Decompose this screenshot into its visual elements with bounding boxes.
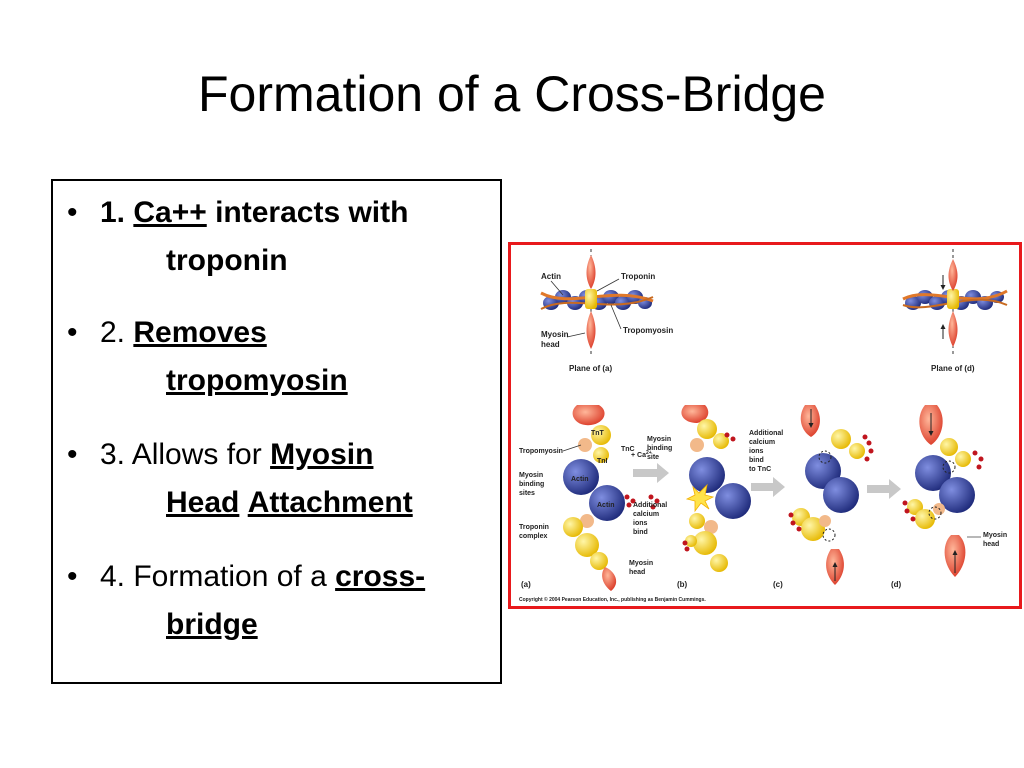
- label-myosin-binding-sites-1: Myosin: [519, 472, 543, 479]
- bullet-4-lead: 4. Formation of a: [100, 560, 336, 593]
- bullet-2-term1: Removes: [133, 316, 267, 349]
- bullet-text-2: 2. Removes tropomyosin: [100, 309, 492, 405]
- bullet-2-line2: tropomyosin: [100, 357, 492, 405]
- label-tni: TnI: [597, 458, 608, 465]
- label-panel-a: (a): [521, 580, 531, 589]
- label-actin: Actin: [541, 272, 561, 281]
- arrow-b-to-c: [751, 477, 785, 497]
- bullet-marker: •: [67, 196, 78, 229]
- label-additional-calcium-b-2: calcium: [633, 511, 659, 518]
- label-myosin-binding-sites-3: sites: [519, 490, 535, 497]
- label-myosin-head-top: Myosin: [541, 330, 569, 339]
- panel-a: TnT TnC TnI Actin Actin Tropomyosin Myos…: [519, 405, 653, 591]
- label-plane-d: Plane of (d): [931, 364, 975, 373]
- label-panel-d: (d): [891, 580, 902, 589]
- bullet-4-term2: bridge: [166, 608, 258, 641]
- label-myosin-head-a-1: Myosin: [629, 560, 653, 567]
- bullet-3-term3: Attachment: [247, 486, 413, 519]
- label-additional-calcium-c-3: ions: [749, 448, 763, 455]
- label-actin-a2: Actin: [597, 502, 615, 509]
- arrow-c-to-d: [867, 479, 901, 499]
- label-additional-calcium-b-1: Additional: [633, 502, 667, 509]
- label-tnc: TnC: [621, 446, 635, 453]
- myosin-head-upper: [586, 255, 596, 289]
- bullet-2-term2: tropomyosin: [166, 364, 348, 397]
- label-troponin-complex-1: Troponin: [519, 524, 549, 531]
- panel-b: Myosin binding site Additional calcium i…: [633, 405, 751, 589]
- label-tnt: TnT: [591, 430, 605, 437]
- label-additional-calcium-c-1: Additional: [749, 430, 783, 437]
- label-troponin-complex-2: complex: [519, 533, 548, 540]
- bullet-marker: •: [67, 438, 78, 471]
- bullet-1-rest: interacts with: [206, 196, 409, 229]
- bullet-3-lead: 3. Allows for: [100, 438, 271, 471]
- copyright-notice: Copyright © 2004 Pearson Education, Inc.…: [519, 596, 706, 603]
- label-additional-calcium-b-3: ions: [633, 520, 647, 527]
- bullet-text-1: 1. Ca++ interacts with troponin: [100, 189, 492, 285]
- label-additional-calcium-c-5: to TnC: [749, 466, 771, 473]
- label-plus-ca: + Ca2+: [631, 450, 652, 459]
- panel-d: Myosin head (d): [891, 405, 1007, 589]
- label-panel-b: (b): [677, 580, 688, 589]
- arrow-a-to-b: [633, 463, 669, 483]
- label-myosin-head-bottom: head: [541, 340, 560, 349]
- bullet-4-term1: cross-: [335, 560, 426, 593]
- label-additional-calcium-b-4: bind: [633, 529, 648, 536]
- plane-a-section: Actin Troponin Tropomyosin Myosin head P…: [540, 249, 673, 373]
- label-actin-a1: Actin: [571, 476, 589, 483]
- label-myosin-binding-site-3: site: [647, 454, 659, 461]
- label-myosin-binding-sites-2: binding: [519, 481, 544, 488]
- label-tropomyosin: Tropomyosin: [623, 326, 673, 335]
- plane-d-section: Plane of (d): [902, 249, 1008, 373]
- cross-bridge-diagram: Actin Troponin Tropomyosin Myosin head P…: [519, 249, 1008, 603]
- bullet-marker: •: [67, 316, 78, 349]
- bullet-2-lead: 2.: [100, 316, 134, 349]
- label-myosin-binding-site-2: binding: [647, 445, 672, 452]
- actin-filament-top-left: [543, 290, 652, 310]
- label-myosin-binding-site-1: Myosin: [647, 436, 671, 443]
- bullet-1-rest2: troponin: [166, 244, 288, 277]
- bullet-3-term2: Head: [166, 486, 240, 519]
- myosin-head-lower: [586, 311, 596, 349]
- label-myosin-head-d-2: head: [983, 541, 999, 548]
- troponin-complex-a: [585, 289, 597, 309]
- label-panel-c: (c): [773, 580, 783, 589]
- bullet-marker: •: [67, 560, 78, 593]
- slide-title: Formation of a Cross-Bridge: [197, 66, 826, 122]
- bullet-4-line2: bridge: [100, 601, 492, 649]
- bullet-1-term: Ca++: [133, 196, 207, 229]
- label-myosin-head-a-2: head: [629, 569, 645, 576]
- bullet-text-4: 4. Formation of a cross-bridge: [100, 553, 492, 649]
- label-additional-calcium-c-2: calcium: [749, 439, 775, 446]
- bullet-3-line2: Head Attachment: [100, 479, 492, 527]
- label-troponin: Troponin: [621, 272, 655, 281]
- label-plane-a: Plane of (a): [569, 364, 612, 373]
- panel-c: (c): [773, 405, 874, 589]
- figure-frame: Actin Troponin Tropomyosin Myosin head P…: [508, 242, 1022, 609]
- bullet-box: • 1. Ca++ interacts with troponin • 2. Re…: [51, 179, 502, 684]
- bullet-3-term1: Myosin: [270, 438, 374, 471]
- label-additional-calcium-c-4: bind: [749, 457, 764, 464]
- label-myosin-head-d-1: Myosin: [983, 532, 1007, 539]
- bullet-1-lead: 1.: [100, 196, 134, 229]
- label-tropomyosin-a: Tropomyosin: [519, 448, 563, 455]
